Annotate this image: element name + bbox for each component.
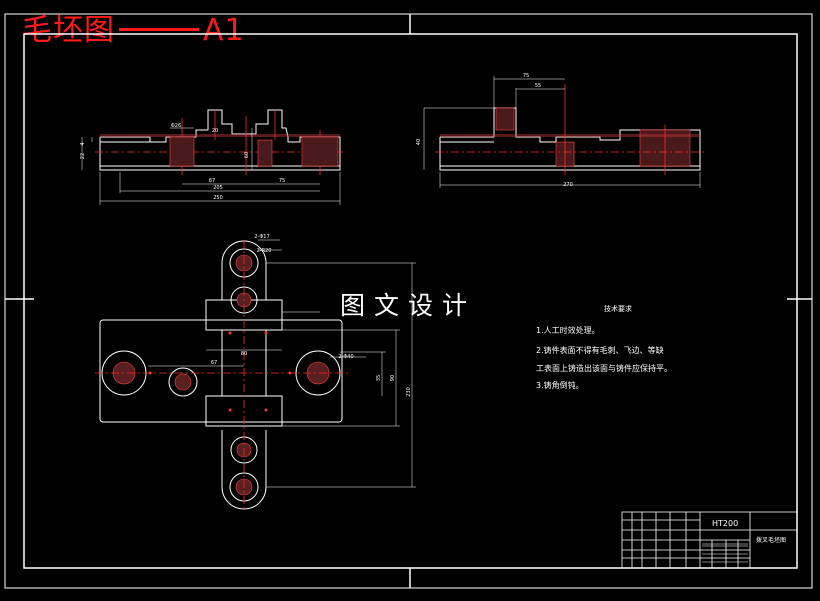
drawing-title-size: A1 [203, 13, 245, 48]
tech-requirement-4: 3.铸角倒钝。 [536, 381, 584, 390]
centering-marks [5, 14, 812, 588]
dimension-label-front-view-8: 250 [213, 195, 223, 201]
title-block-hatch [702, 543, 748, 563]
top-view [95, 239, 416, 512]
title-block-material: HT200 [712, 519, 739, 528]
tech-requirements-title: 技术要求 [604, 305, 632, 313]
tech-requirement-2: 2.铸件表面不得有毛刺、飞边、等缺 [536, 346, 664, 355]
dimension-label-front-view-0: Φ26 [171, 123, 181, 129]
dimension-label-front-view-5: 67 [209, 178, 215, 184]
title-dash [119, 28, 199, 31]
dimension-label-top-view-7: 230 [406, 387, 412, 397]
front-view [81, 109, 345, 205]
title-block [621, 511, 798, 569]
dimension-label-front-view-2: 60 [244, 152, 250, 158]
side-view [423, 76, 705, 188]
dimension-label-front-view-7: 205 [213, 185, 223, 191]
dimension-label-top-view-0: 2-Φ17 [254, 234, 269, 240]
dimension-label-front-view-3: 4 [80, 142, 86, 145]
dimension-labels: Φ26 20 60 4 22 67 75 205 250 75 55 40 270 2-Φ17 2-R20 8… [80, 73, 573, 397]
dimension-label-top-view-5: 35 [376, 375, 382, 381]
dimension-label-top-view-1: 2-R20 [257, 248, 272, 254]
dimension-label-top-view-4: 2-Φ40 [338, 354, 353, 360]
title-block-part-name: 拨叉毛坯图 [756, 537, 787, 544]
tech-requirement-1: 1.人工时效处理。 [536, 326, 600, 335]
dimension-label-front-view-1: 20 [212, 128, 218, 134]
dimension-label-side-view-2: 40 [416, 139, 422, 145]
drawing-title: 毛坯图 A1 [22, 14, 245, 48]
watermark: 图文设计 [340, 291, 477, 320]
dimension-label-side-view-1: 55 [535, 83, 541, 89]
dimension-label-side-view-0: 75 [523, 73, 529, 79]
dimension-label-top-view-3: 67 [211, 360, 217, 366]
outer-frame [4, 13, 813, 589]
dimension-label-side-view-3: 270 [563, 182, 573, 188]
tech-requirement-3: 工表面上铸造出该面与铸件应保持平。 [536, 364, 672, 373]
dimension-label-front-view-6: 75 [279, 178, 285, 184]
dimension-label-top-view-6: 90 [390, 375, 396, 381]
drawing-title-name: 毛坯图 [22, 13, 115, 48]
dimension-label-top-view-2: 80 [241, 351, 247, 357]
dimension-label-front-view-4: 22 [80, 153, 86, 159]
